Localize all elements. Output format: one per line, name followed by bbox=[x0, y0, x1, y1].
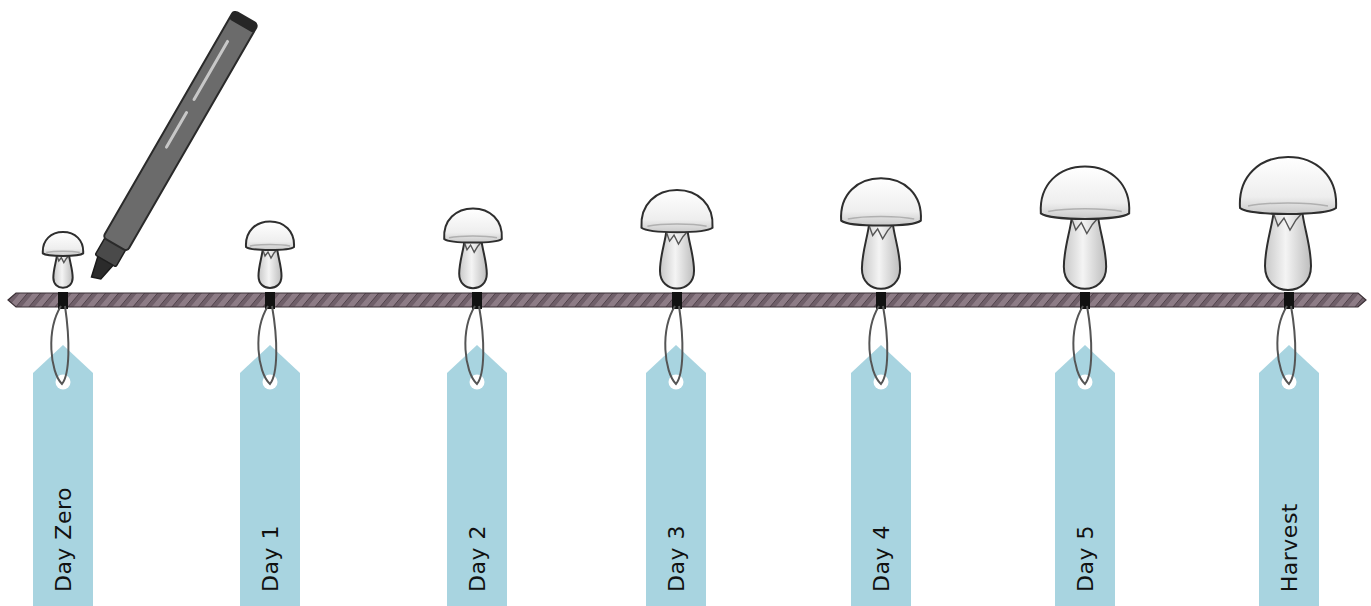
tag-label: Day 3 bbox=[664, 525, 689, 592]
tag-label-area: Day 3 bbox=[646, 525, 706, 592]
hang-tag: Harvest bbox=[1259, 345, 1319, 606]
mushroom bbox=[444, 208, 502, 288]
tag-hole bbox=[56, 375, 71, 390]
tag-label-area: Day 4 bbox=[851, 525, 911, 592]
rope-clip bbox=[1080, 292, 1090, 309]
mushroom bbox=[43, 232, 83, 288]
tag-body bbox=[646, 345, 706, 606]
rope-clip bbox=[58, 292, 68, 309]
tag-hole bbox=[1078, 375, 1093, 390]
hang-tag: Day 5 bbox=[1055, 345, 1115, 606]
mushroom bbox=[246, 222, 294, 289]
tag-label: Day 5 bbox=[1073, 525, 1098, 592]
tag-label-area: Day 1 bbox=[240, 525, 300, 592]
tag-body bbox=[240, 345, 300, 606]
hang-tag: Day 1 bbox=[240, 345, 300, 606]
tag-label-area: Harvest bbox=[1259, 503, 1319, 592]
tag-label: Day 1 bbox=[258, 525, 283, 592]
mushroom bbox=[1041, 166, 1130, 288]
tag-label: Day 2 bbox=[465, 525, 490, 592]
tag-hole bbox=[263, 375, 278, 390]
hang-tag: Day 4 bbox=[851, 345, 911, 606]
rope-clip bbox=[1284, 292, 1294, 309]
tag-hole bbox=[470, 375, 485, 390]
mushroom bbox=[841, 178, 921, 288]
tag-hole bbox=[1282, 375, 1297, 390]
tag-body bbox=[1055, 345, 1115, 606]
tag-string bbox=[869, 306, 887, 384]
hang-tag: Day 3 bbox=[646, 345, 706, 606]
hang-tag: Day Zero bbox=[33, 345, 93, 606]
tag-label: Harvest bbox=[1277, 503, 1302, 592]
tag-string bbox=[465, 306, 483, 384]
tag-body bbox=[851, 345, 911, 606]
tag-body bbox=[33, 345, 93, 606]
hang-tag: Day 2 bbox=[447, 345, 507, 606]
marker-pen bbox=[83, 10, 258, 286]
rope bbox=[8, 293, 1366, 307]
rope-clip bbox=[876, 292, 886, 309]
tag-string bbox=[665, 306, 682, 384]
tag-label-area: Day 5 bbox=[1055, 525, 1115, 592]
tag-string bbox=[258, 306, 276, 384]
tag-label-area: Day Zero bbox=[33, 487, 93, 592]
tag-hole bbox=[874, 375, 889, 390]
tag-string bbox=[1073, 306, 1091, 384]
mushroom bbox=[641, 190, 712, 288]
tag-body bbox=[447, 345, 507, 606]
tag-string bbox=[51, 306, 68, 384]
rope-clip bbox=[265, 292, 275, 309]
mushroom bbox=[1240, 157, 1336, 290]
rope-clip bbox=[672, 292, 682, 309]
tag-body bbox=[1259, 345, 1319, 606]
tag-hole bbox=[669, 375, 684, 390]
rope-clip bbox=[472, 292, 482, 309]
tag-string bbox=[1277, 306, 1295, 384]
tag-label: Day Zero bbox=[51, 487, 76, 592]
tag-label-area: Day 2 bbox=[447, 525, 507, 592]
tag-label: Day 4 bbox=[869, 525, 894, 592]
